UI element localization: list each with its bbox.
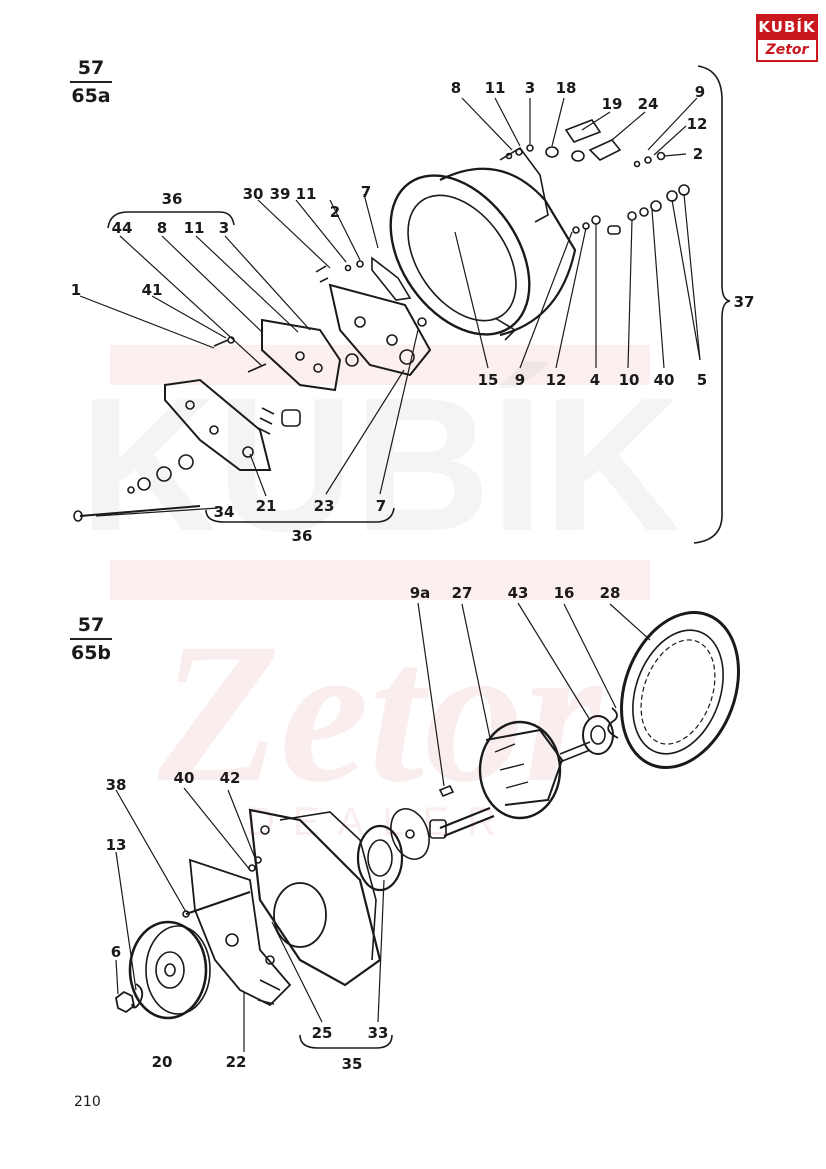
part-label: 12 bbox=[686, 115, 708, 133]
bracket-35 bbox=[299, 1034, 393, 1049]
fraction-line bbox=[70, 638, 112, 640]
spring-16 bbox=[607, 707, 619, 739]
leader-lines-a bbox=[79, 97, 701, 517]
part-label: 11 bbox=[295, 185, 317, 203]
rotor bbox=[429, 720, 591, 839]
fan bbox=[188, 858, 292, 1007]
figure-id-65a: 57 65a bbox=[66, 57, 116, 107]
rear-housing bbox=[389, 146, 577, 341]
fraction-line bbox=[70, 81, 112, 83]
pulley bbox=[128, 920, 211, 1020]
part-label: 16 bbox=[553, 584, 575, 602]
part-label: 11 bbox=[484, 79, 506, 97]
watermark-sub: Zetor bbox=[157, 603, 605, 824]
part-label: 24 bbox=[637, 95, 659, 113]
diode-plate-upper bbox=[328, 256, 432, 377]
figure-number: 57 bbox=[77, 57, 105, 79]
part-label: 34 bbox=[213, 503, 235, 521]
part-label: 11 bbox=[183, 219, 205, 237]
part-label: 7 bbox=[360, 183, 372, 201]
part-label: 28 bbox=[599, 584, 621, 602]
bearing-43 bbox=[582, 715, 614, 755]
part-label: 27 bbox=[451, 584, 473, 602]
part-label: 8 bbox=[450, 79, 462, 97]
part-label: 10 bbox=[618, 371, 640, 389]
page-number: 210 bbox=[74, 1094, 101, 1110]
part-label: 12 bbox=[545, 371, 567, 389]
part-label: 2 bbox=[329, 203, 341, 221]
part-label: 21 bbox=[255, 497, 277, 515]
kubik-zetor-logo: KUBÍK Zetor bbox=[756, 14, 818, 62]
part-label: 8 bbox=[156, 219, 168, 237]
part-label: 33 bbox=[367, 1024, 389, 1042]
part-label: 43 bbox=[507, 584, 529, 602]
stator bbox=[620, 611, 740, 769]
part-label: 38 bbox=[105, 776, 127, 794]
group-label-36: 36 bbox=[291, 527, 313, 545]
small-hardware bbox=[73, 119, 690, 522]
bracket-36-bottom bbox=[205, 507, 395, 523]
part-label: 23 bbox=[313, 497, 335, 515]
part-label: 42 bbox=[219, 769, 241, 787]
diode-plate-lower bbox=[164, 378, 301, 471]
group-label-36: 36 bbox=[161, 190, 183, 208]
part-label: 6 bbox=[110, 943, 122, 961]
nut-and-washer bbox=[115, 983, 144, 1014]
part-label: 9a bbox=[409, 584, 431, 602]
part-label: 19 bbox=[601, 95, 623, 113]
group-label-37: 37 bbox=[733, 293, 755, 311]
part-label: 9 bbox=[694, 83, 706, 101]
spacer-disc bbox=[390, 808, 430, 860]
insulating-plate bbox=[261, 318, 359, 392]
key-9a bbox=[438, 784, 455, 798]
part-label: 25 bbox=[311, 1024, 333, 1042]
figure-sub: 65b bbox=[70, 642, 112, 664]
bracket-37 bbox=[693, 65, 731, 544]
part-label: 4 bbox=[589, 371, 601, 389]
leader-lines-b bbox=[115, 602, 651, 1052]
part-label: 2 bbox=[692, 145, 704, 163]
part-label: 13 bbox=[105, 836, 127, 854]
part-label: 5 bbox=[696, 371, 708, 389]
part-label: 3 bbox=[218, 219, 230, 237]
front-housing bbox=[248, 808, 382, 987]
group-label-35: 35 bbox=[341, 1055, 363, 1073]
bracket-36-top bbox=[107, 211, 235, 229]
part-label: 22 bbox=[225, 1053, 247, 1071]
part-label: 39 bbox=[269, 185, 291, 203]
figure-number: 57 bbox=[77, 614, 105, 636]
bearing-33 bbox=[356, 824, 404, 892]
part-label: 1 bbox=[70, 281, 82, 299]
part-label: 9 bbox=[514, 371, 526, 389]
part-label: 18 bbox=[555, 79, 577, 97]
part-label: 15 bbox=[477, 371, 499, 389]
part-label: 3 bbox=[524, 79, 536, 97]
logo-brand: KUBÍK bbox=[756, 14, 818, 40]
part-label: 41 bbox=[141, 281, 163, 299]
part-label: 44 bbox=[111, 219, 133, 237]
figure-sub: 65a bbox=[71, 85, 111, 107]
part-label: 7 bbox=[375, 497, 387, 515]
logo-sub: Zetor bbox=[756, 40, 818, 62]
part-label: 40 bbox=[653, 371, 675, 389]
part-label: 20 bbox=[151, 1053, 173, 1071]
figure-id-65b: 57 65b bbox=[66, 614, 116, 664]
part-label: 40 bbox=[173, 769, 195, 787]
part-label: 30 bbox=[242, 185, 264, 203]
